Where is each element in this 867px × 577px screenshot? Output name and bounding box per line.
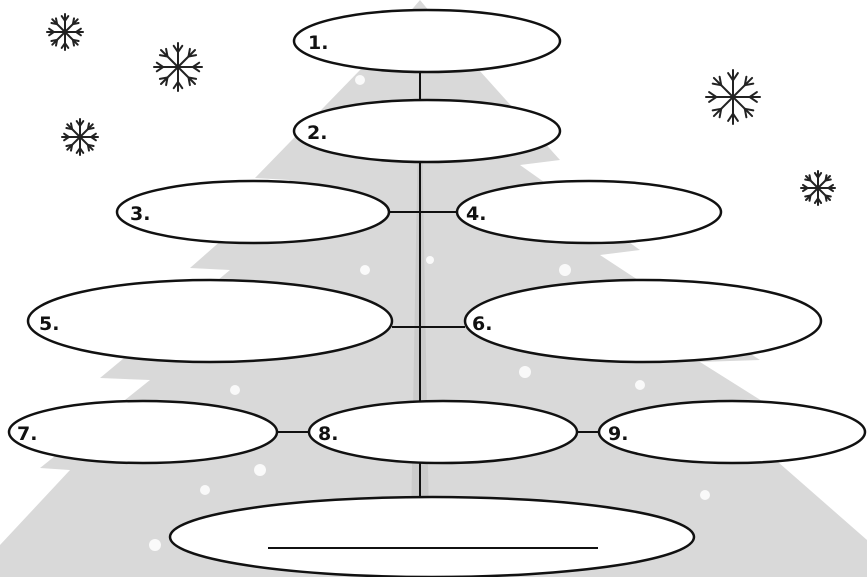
label-8: 8. — [318, 423, 338, 445]
connector-lines — [277, 72, 598, 496]
label-2: 2. — [307, 122, 327, 144]
oval-9[interactable] — [597, 399, 867, 465]
snowflake-icon — [705, 69, 761, 125]
oval-base[interactable] — [168, 495, 696, 577]
label-5: 5. — [39, 313, 59, 335]
oval-3[interactable] — [115, 179, 391, 245]
label-7: 7. — [17, 423, 37, 445]
label-4: 4. — [466, 203, 486, 225]
oval-6[interactable] — [463, 278, 823, 364]
label-6: 6. — [472, 313, 492, 335]
snowflake-group — [46, 13, 836, 206]
oval-1[interactable] — [292, 8, 562, 74]
label-3: 3. — [130, 203, 150, 225]
snowflake-icon — [800, 170, 836, 206]
snowflake-icon — [46, 13, 84, 51]
oval-7[interactable] — [7, 399, 279, 465]
label-1: 1. — [308, 32, 328, 54]
snowflake-icon — [153, 42, 203, 92]
oval-4[interactable] — [455, 179, 723, 245]
oval-5[interactable] — [26, 278, 394, 364]
oval-2[interactable] — [292, 98, 562, 164]
snowflake-icon — [61, 118, 99, 156]
oval-8[interactable] — [307, 399, 579, 465]
label-9: 9. — [608, 423, 628, 445]
